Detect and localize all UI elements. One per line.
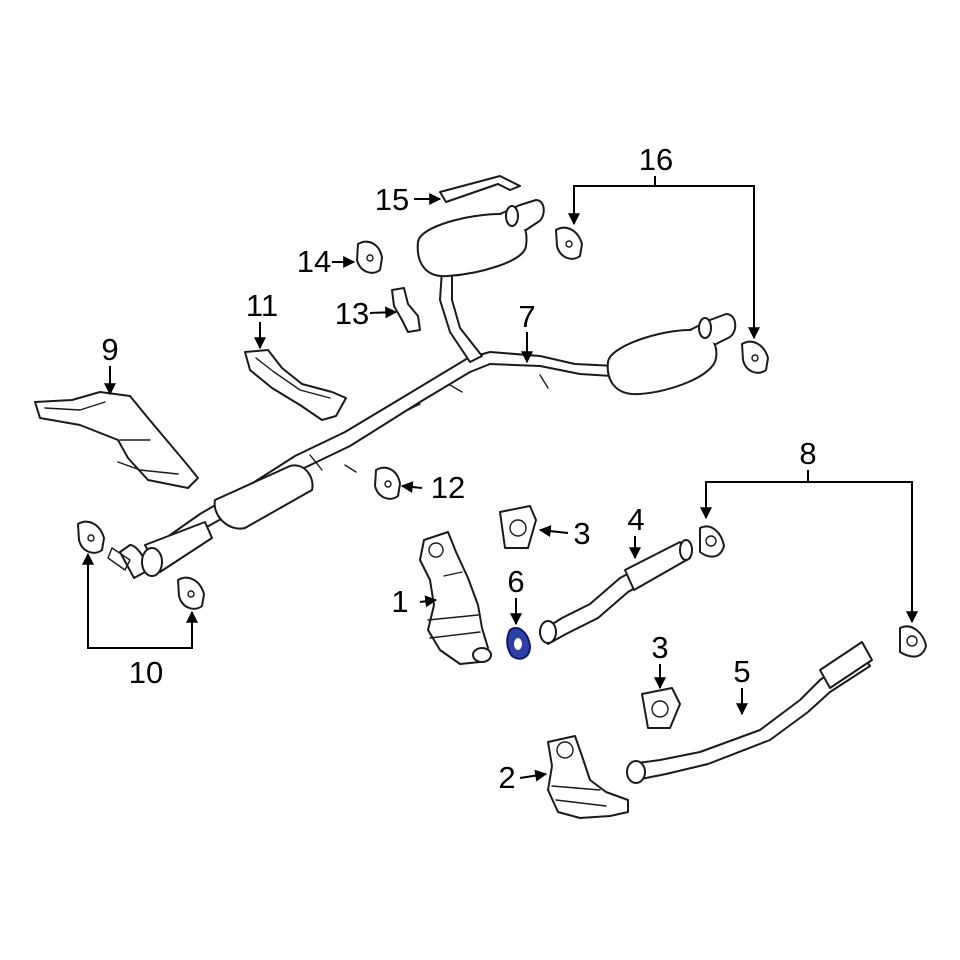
insulator-10-upper[interactable]	[77, 520, 105, 554]
callout-2: 2	[498, 760, 515, 795]
callout-16: 16	[639, 142, 673, 177]
callout-9: 9	[101, 332, 118, 367]
callout-3-upper: 3	[573, 516, 590, 551]
callout-4: 4	[627, 502, 644, 537]
callout-12: 12	[431, 470, 465, 505]
callout-7: 7	[518, 299, 535, 334]
exhaust-pipe-assembly[interactable]	[107, 199, 737, 579]
insulator-16-left[interactable]	[555, 226, 583, 260]
gasket-8-left[interactable]	[699, 525, 725, 558]
callout-14: 14	[297, 244, 331, 279]
insulator-14[interactable]	[356, 240, 383, 274]
callout-1: 1	[391, 584, 408, 619]
insulator-10-lower[interactable]	[177, 576, 205, 610]
insulator-16-right[interactable]	[741, 340, 769, 374]
intermediate-pipe-4[interactable]	[539, 539, 693, 645]
bracket-11[interactable]	[244, 349, 347, 421]
callout-labels: 1 2 3 3 4 5 6 7 8 9 10 11 12 13 14 15 16	[101, 142, 816, 795]
gasket-8-right[interactable]	[899, 625, 927, 658]
callout-3-lower: 3	[651, 630, 668, 665]
callout-13: 13	[335, 296, 369, 331]
front-pipe-5[interactable]	[626, 641, 873, 784]
callout-15: 15	[375, 182, 409, 217]
bracket-13[interactable]	[391, 287, 421, 333]
gasket-6-highlighted[interactable]	[506, 627, 532, 660]
catalytic-converter-1[interactable]	[419, 531, 492, 665]
gasket-3-upper[interactable]	[499, 505, 537, 549]
catalytic-converter-2[interactable]	[547, 735, 629, 819]
heat-shield-9[interactable]	[34, 391, 199, 489]
leader-lines	[82, 176, 918, 782]
hanger-bracket-15[interactable]	[439, 175, 521, 203]
callout-11: 11	[246, 288, 278, 323]
callout-5: 5	[733, 654, 750, 689]
callout-6: 6	[507, 564, 524, 599]
callout-10: 10	[129, 655, 163, 690]
callout-8: 8	[799, 436, 816, 471]
insulator-12[interactable]	[374, 466, 401, 500]
gasket-3-lower[interactable]	[641, 687, 681, 729]
